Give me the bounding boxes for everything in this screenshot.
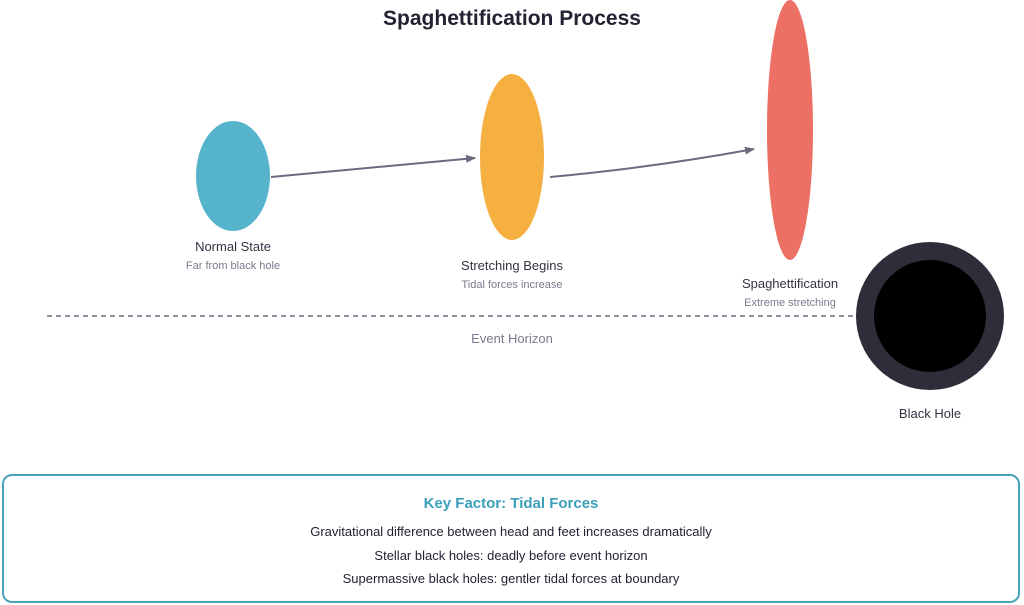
key-factor-box: Key Factor: Tidal Forces Gravitational d… <box>2 474 1020 603</box>
key-factor-line-2: Stellar black holes: deadly before event… <box>374 548 648 563</box>
black-hole-core <box>874 260 986 372</box>
arrow-stretching-to-spaghettification <box>549 146 755 178</box>
normal-state-shape <box>196 121 270 231</box>
stretching-begins-shape <box>480 74 544 240</box>
diagram-title: Spaghettification Process <box>383 7 641 30</box>
key-factor-line-3: Supermassive black holes: gentler tidal … <box>342 571 680 586</box>
arrow-normal-to-stretching <box>270 154 476 178</box>
black-hole-label: Black Hole <box>898 406 962 421</box>
key-factor-line-1: Gravitational difference between head an… <box>310 524 712 539</box>
normal-state-label: Normal State <box>195 239 271 254</box>
spaghettification-shape <box>767 0 813 260</box>
key-factor-title: Key Factor: Tidal Forces <box>423 495 599 512</box>
stretching-begins-sublabel: Tidal forces increase <box>461 279 563 291</box>
normal-state-sublabel: Far from black hole <box>185 260 281 272</box>
stretching-begins-label: Stretching Begins <box>461 258 563 273</box>
spaghettification-sublabel: Extreme stretching <box>744 297 836 309</box>
spaghettification-label: Spaghettification <box>741 276 839 291</box>
event-horizon-label: Event Horizon <box>471 331 553 346</box>
